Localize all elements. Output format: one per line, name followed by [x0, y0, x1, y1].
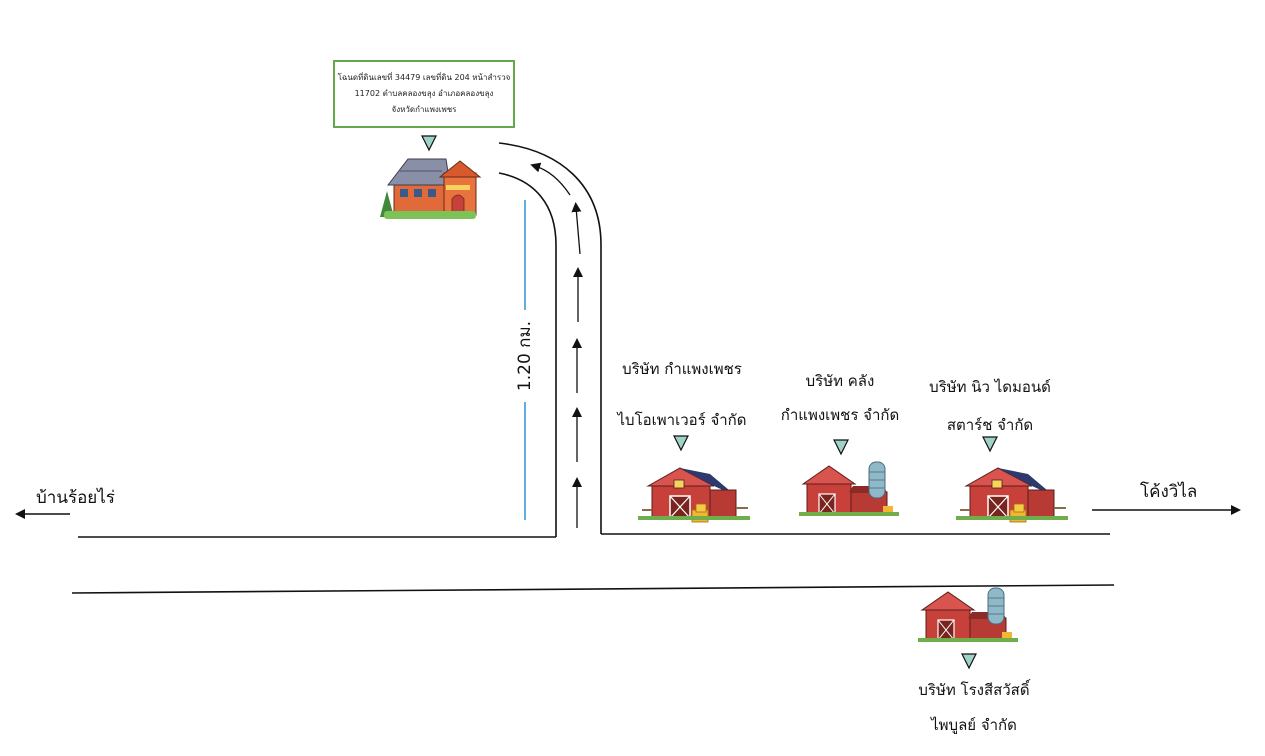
- distance-label: 1.20 กม.: [515, 321, 535, 391]
- location-markers: [421, 135, 998, 670]
- company-4-line-2: ไพบูลย์ จำกัด: [931, 716, 1017, 734]
- land-title-note: โฉนดที่ดินเลขที่ 34479 เลขที่ดิน 204 หน้…: [333, 60, 515, 128]
- land-note-line-2: 11702 ตำบลคลองขลุง อำเภอคลองขลุง: [354, 89, 494, 98]
- distance-indicator: 1.20 กม.: [515, 200, 535, 520]
- barn-icon-company-1: [637, 467, 751, 523]
- barn-icon-company-3: [955, 467, 1069, 523]
- marker-land-plot: [421, 135, 437, 152]
- company-1-line-1: บริษัท กำแพงเพชร: [622, 360, 742, 378]
- company-2-line-2: กำแพงเพชร จำกัด: [780, 406, 900, 424]
- route-arrows: [530, 162, 583, 528]
- barn-icon-company-2: [798, 461, 900, 517]
- barn-icon-company-4: [917, 587, 1019, 643]
- company-3-line-1: บริษัท นิว ไดมอนด์: [929, 378, 1051, 396]
- marker-company-1: [673, 435, 689, 452]
- main-road: [71, 533, 1115, 594]
- marker-company-4: [961, 653, 977, 670]
- side-road-inner-edge: [498, 172, 557, 537]
- company-3-line-2: สตาร์ช จำกัด: [946, 416, 1034, 434]
- place-right: โค้งวิไล: [1140, 482, 1198, 502]
- land-note-line-3: จังหวัดกำแพงเพชร: [391, 105, 457, 114]
- land-note-line-1: โฉนดที่ดินเลขที่ 34479 เลขที่ดิน 204 หน้…: [337, 73, 511, 82]
- route-arrow: [571, 202, 582, 255]
- company-2-line-1: บริษัท คลัง: [805, 372, 875, 390]
- company-4-line-1: บริษัท โรงสีสวัสดิ์: [918, 681, 1030, 699]
- route-arrow-curve: [530, 162, 571, 196]
- marker-company-3: [982, 436, 998, 453]
- side-road: [498, 142, 602, 537]
- house-icon: [380, 158, 482, 219]
- company-1-line-2: ไบโอเพาเวอร์ จำกัด: [617, 411, 747, 429]
- side-road-outer-edge: [498, 142, 602, 534]
- place-left: บ้านร้อยไร่: [36, 488, 115, 508]
- road-edge-south: [71, 584, 1115, 594]
- marker-company-2: [833, 439, 849, 456]
